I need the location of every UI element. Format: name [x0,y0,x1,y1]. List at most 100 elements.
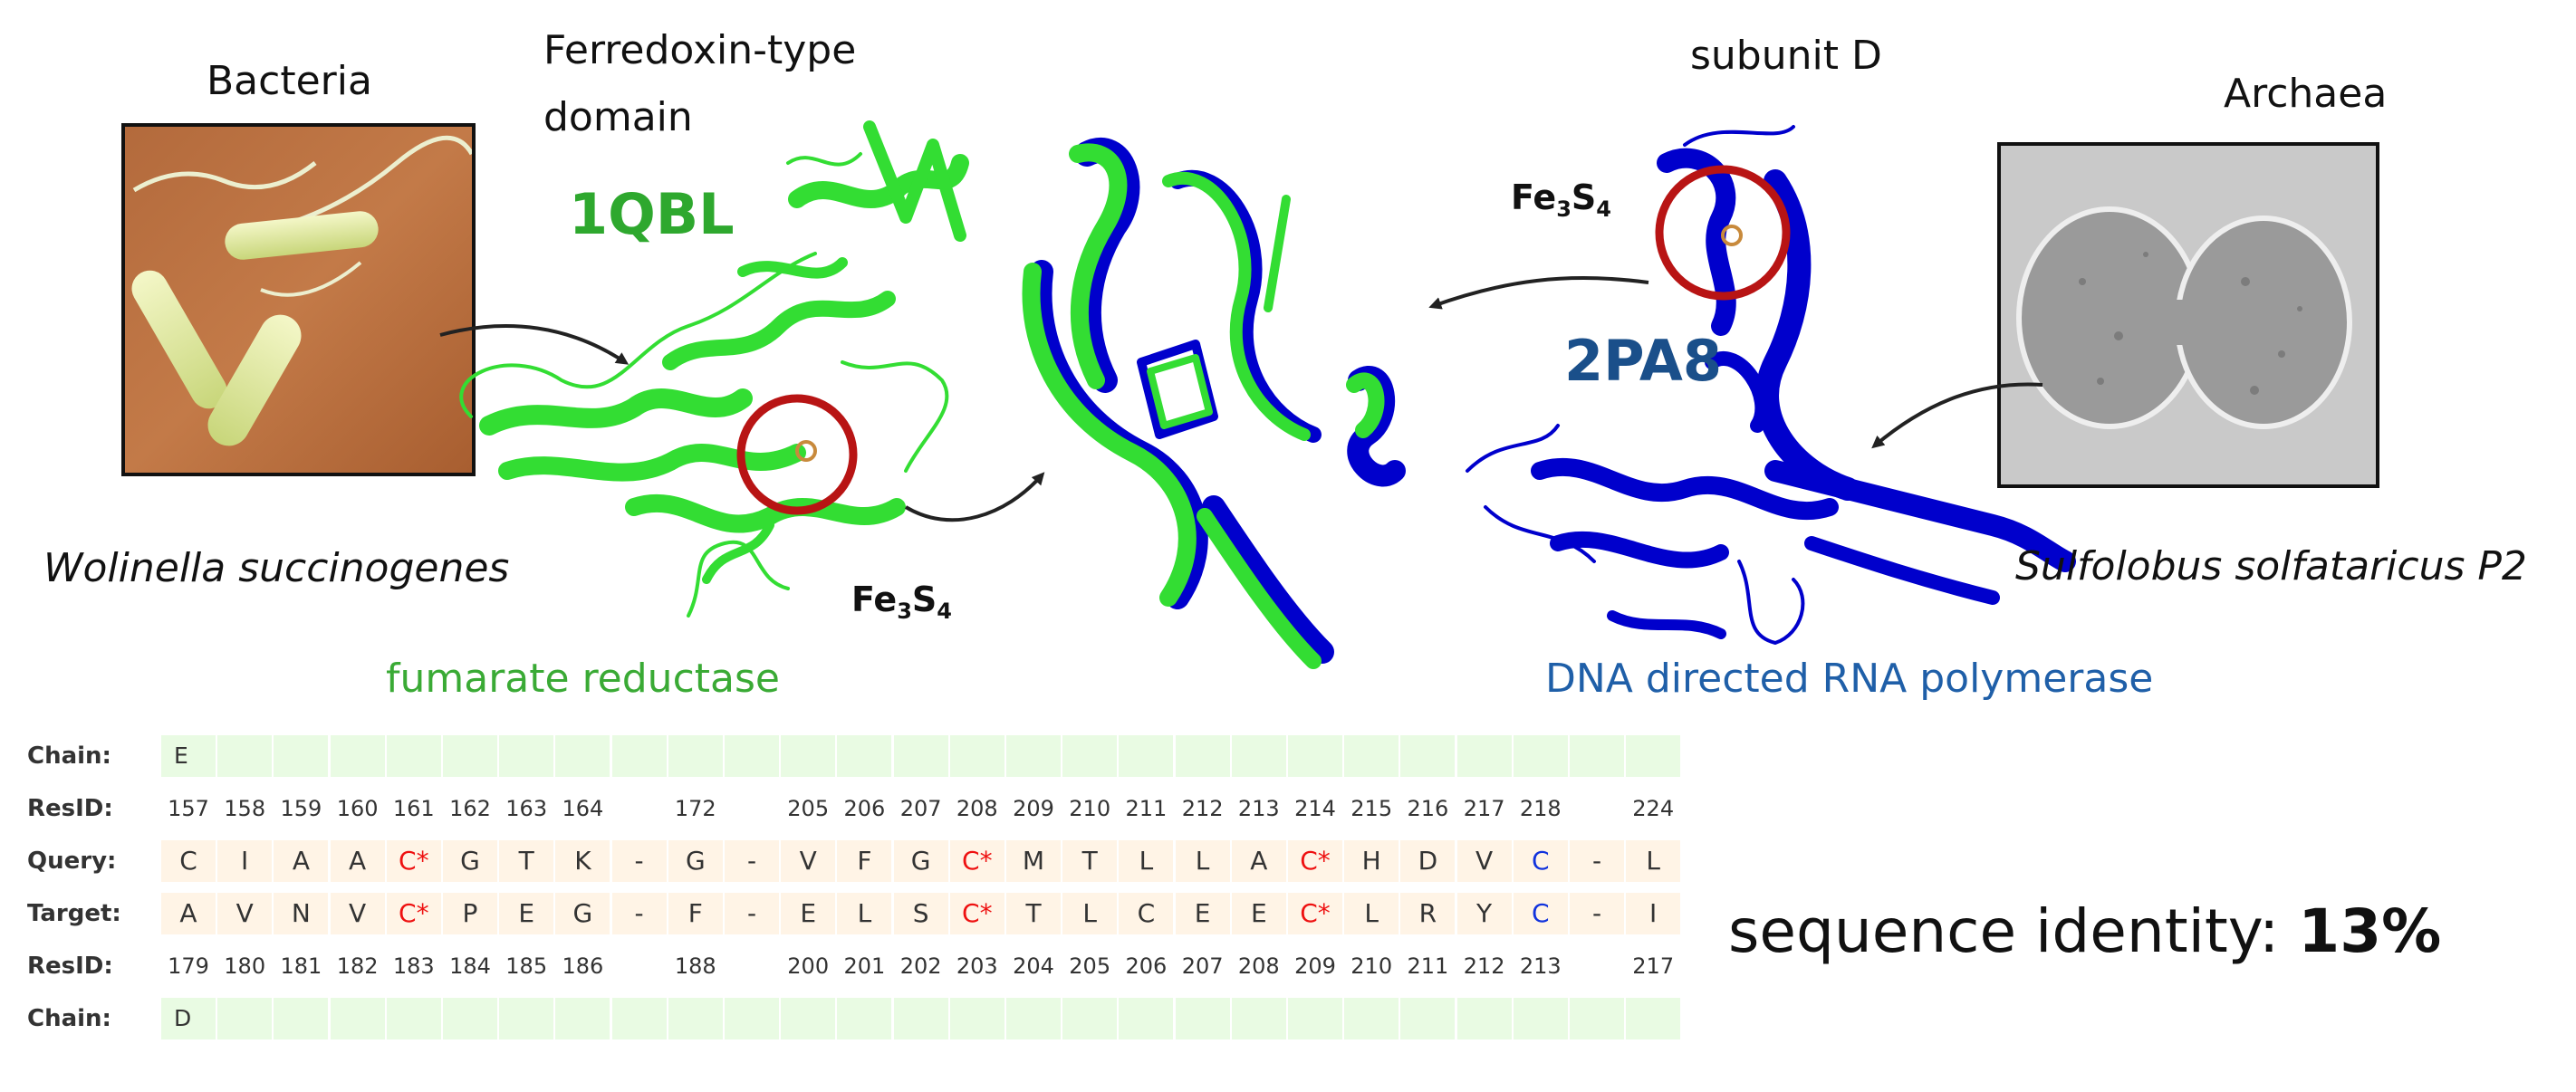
alignment-cell [949,998,1004,1039]
alignment-cell [443,998,497,1039]
alignment-cell: L [1175,840,1230,882]
alignment-cell: E [161,735,216,777]
species-right: Sulfolobus solfataricus P2 [2015,543,2527,589]
alignment-cell: 180 [224,953,266,979]
alignment-cell [274,735,329,777]
alignment-cell: D [1400,840,1456,882]
alignment-cell: 206 [1125,953,1168,979]
alignment-cell: F [837,840,892,882]
alignment-cell [1288,998,1342,1039]
row-label: ResID: [27,795,113,822]
alignment-cell: E [499,893,554,934]
row-label: ResID: [27,953,113,980]
alignment-cell: T [1006,893,1061,934]
identity-label: sequence identity: [1728,896,2299,966]
alignment-cell [1344,735,1399,777]
alignment-cell [1344,998,1399,1039]
alignment-cell: 215 [1350,796,1393,821]
alignment-cell [274,998,329,1039]
alignment-cell: 209 [1294,953,1336,979]
alignment-cell: 160 [336,796,379,821]
alignment-cell: G [668,840,723,882]
alignment-cell: 185 [505,953,548,979]
alignment-cell: 208 [956,796,998,821]
alignment-cell [725,998,779,1039]
row-label: Query: [27,848,117,875]
right-fe-cluster-icon [1721,225,1743,246]
alignment-cell [555,735,610,777]
alignment-cell: 179 [168,953,209,979]
alignment-cell: 164 [562,796,604,821]
alignment-cell: G [443,840,497,882]
alignment-cell: 158 [224,796,266,821]
bacteria-photo [121,123,476,476]
alignment-cell [1456,735,1512,777]
alignment-cell: C* [386,840,441,882]
alignment-cell: - [725,893,779,934]
alignment-cell: 204 [1013,953,1054,979]
pdb-id-right: 2PA8 [1564,328,1723,394]
alignment-cell: 162 [449,796,491,821]
alignment-cell [837,735,892,777]
alignment-cell: P [443,893,497,934]
alignment-cell: 205 [1069,953,1111,979]
archaea-photo [1997,142,2379,488]
fe3s4-label-right: Fe3S4 [1511,177,1611,222]
alignment-cell: L [1344,893,1399,934]
bacteria-micrograph-image [125,127,472,473]
alignment-cell [611,735,667,777]
alignment-cell: E [1175,893,1230,934]
alignment-cell: 218 [1519,796,1562,821]
alignment-cell: C [1119,893,1174,934]
alignment-cell: N [274,893,329,934]
alignment-cell [443,735,497,777]
superposition-structure [1022,138,1406,669]
structure-illustration [439,120,2076,669]
alignment-cell [1570,788,1624,829]
alignment-cell [555,998,610,1039]
arrow-1qbl-to-superposition [904,472,1045,522]
alignment-cell [386,998,441,1039]
arrow-2pa8-to-superposition [1428,276,1649,310]
alignment-cell [1513,998,1568,1039]
alignment-cell: 184 [449,953,491,979]
alignment-cell [1570,735,1624,777]
alignment-cell: M [1006,840,1061,882]
alignment-cell [893,735,948,777]
alignment-cell [1175,735,1230,777]
alignment-cell: 207 [1181,953,1224,979]
alignment-cell: 213 [1519,953,1562,979]
alignment-cell: A [274,840,329,882]
alignment-cell: 212 [1181,796,1224,821]
ferredoxin-label-line1: Ferredoxin-type [543,27,857,73]
alignment-cell: C [1513,893,1568,934]
alignment-cell [781,998,836,1039]
alignment-cell: 210 [1350,953,1393,979]
left-fe-cluster-icon [795,440,817,462]
protein-name-right: DNA directed RNA polymerase [1545,656,2154,702]
alignment-cell [1231,998,1286,1039]
alignment-cell: 163 [505,796,548,821]
alignment-cell: L [837,893,892,934]
alignment-cell: V [781,840,836,882]
alignment-cell: L [1626,840,1681,882]
alignment-cell: T [1062,840,1118,882]
right-cluster-highlight [1655,165,1791,301]
alignment-cell: 182 [336,953,379,979]
alignment-cell: E [781,893,836,934]
alignment-cell: 200 [787,953,830,979]
alignment-cell [781,735,836,777]
alignment-cell: - [611,840,667,882]
alignment-cell [1400,735,1456,777]
alignment-cell: 208 [1237,953,1280,979]
alignment-cell: 172 [674,796,716,821]
alignment-cell: 217 [1632,953,1675,979]
alignment-cell [386,735,441,777]
fe3s4-label-left: Fe3S4 [851,580,952,624]
alignment-cell [1231,735,1286,777]
alignment-cell: 211 [1125,796,1168,821]
alignment-cell: 202 [899,953,942,979]
alignment-cell: V [330,893,385,934]
alignment-cell [1006,998,1061,1039]
alignment-cell: G [555,893,610,934]
